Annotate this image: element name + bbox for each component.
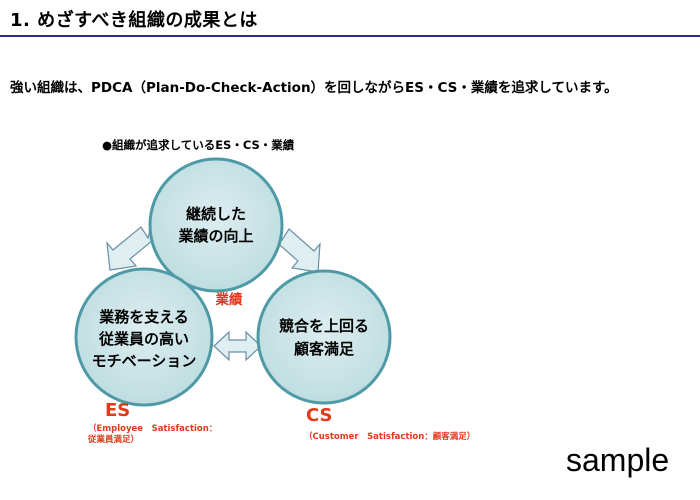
es-description-line-2: 従業員満足） <box>88 435 140 446</box>
diagram-heading: ●組織が追求しているES・CS・業績 <box>102 138 295 152</box>
es-description: （Employee Satisfaction： 従業員満足） <box>88 424 248 447</box>
left-circle-line-3: モチベーション <box>92 352 197 370</box>
cs-description: （Customer Satisfaction：顧客満足） <box>304 432 476 442</box>
top-circle-line-2: 業績の向上 <box>177 227 253 245</box>
center-label: 業績 <box>215 291 243 308</box>
sample-watermark: sample <box>566 442 670 478</box>
top-circle-line-1: 継続した <box>186 205 246 223</box>
page-title: 1. めざすべき組織の成果とは <box>10 10 258 31</box>
circle-employee-satisfaction <box>74 267 214 407</box>
cs-code: CS <box>306 405 333 426</box>
right-circle-line-1: 競合を上回る <box>279 317 369 335</box>
right-circle-line-2: 顧客満足 <box>294 340 355 358</box>
lead-text: 強い組織は、PDCA（Plan-Do-Check-Action）を回しながらES… <box>10 80 618 96</box>
title-divider <box>0 35 700 37</box>
circle-customer-satisfaction <box>256 269 392 405</box>
circle-performance <box>148 157 284 293</box>
left-circle-line-2: 従業員の高い <box>98 330 189 348</box>
es-description-line-1: （Employee Satisfaction： <box>88 424 218 434</box>
arrow-left-right <box>213 330 262 362</box>
es-code: ES <box>105 400 131 421</box>
left-circle-line-1: 業務を支える <box>98 308 189 326</box>
